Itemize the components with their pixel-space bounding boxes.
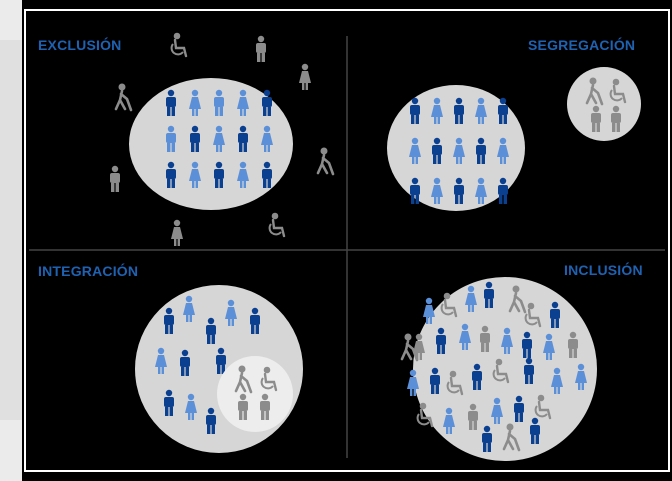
quadrant-inclusion — [400, 277, 597, 461]
inclusion-circle — [413, 277, 597, 461]
quadrant-exclusion — [110, 32, 335, 246]
inclusion-title: INCLUSIÓN — [564, 262, 643, 278]
left-band — [0, 40, 22, 420]
inclusion-diagram — [29, 32, 665, 461]
quadrant-segregation — [387, 67, 641, 211]
person-icon — [171, 219, 183, 246]
wheelchair-icon — [170, 32, 188, 58]
segregation-title: SEGREGACIÓN — [528, 37, 636, 53]
segregation-small-circle — [567, 67, 641, 141]
blind-person-icon — [114, 82, 133, 112]
quadrant-integration — [135, 285, 303, 453]
person-icon — [256, 35, 266, 62]
wheelchair-icon — [268, 211, 286, 238]
person-icon — [299, 63, 311, 90]
integration-inner-circle — [217, 356, 293, 432]
left-margin — [0, 0, 22, 481]
person-icon — [110, 165, 120, 192]
exclusion-title: EXCLUSIÓN — [38, 37, 122, 53]
blind-person-icon — [316, 146, 335, 176]
integration-title: INTEGRACIÓN — [38, 263, 139, 279]
